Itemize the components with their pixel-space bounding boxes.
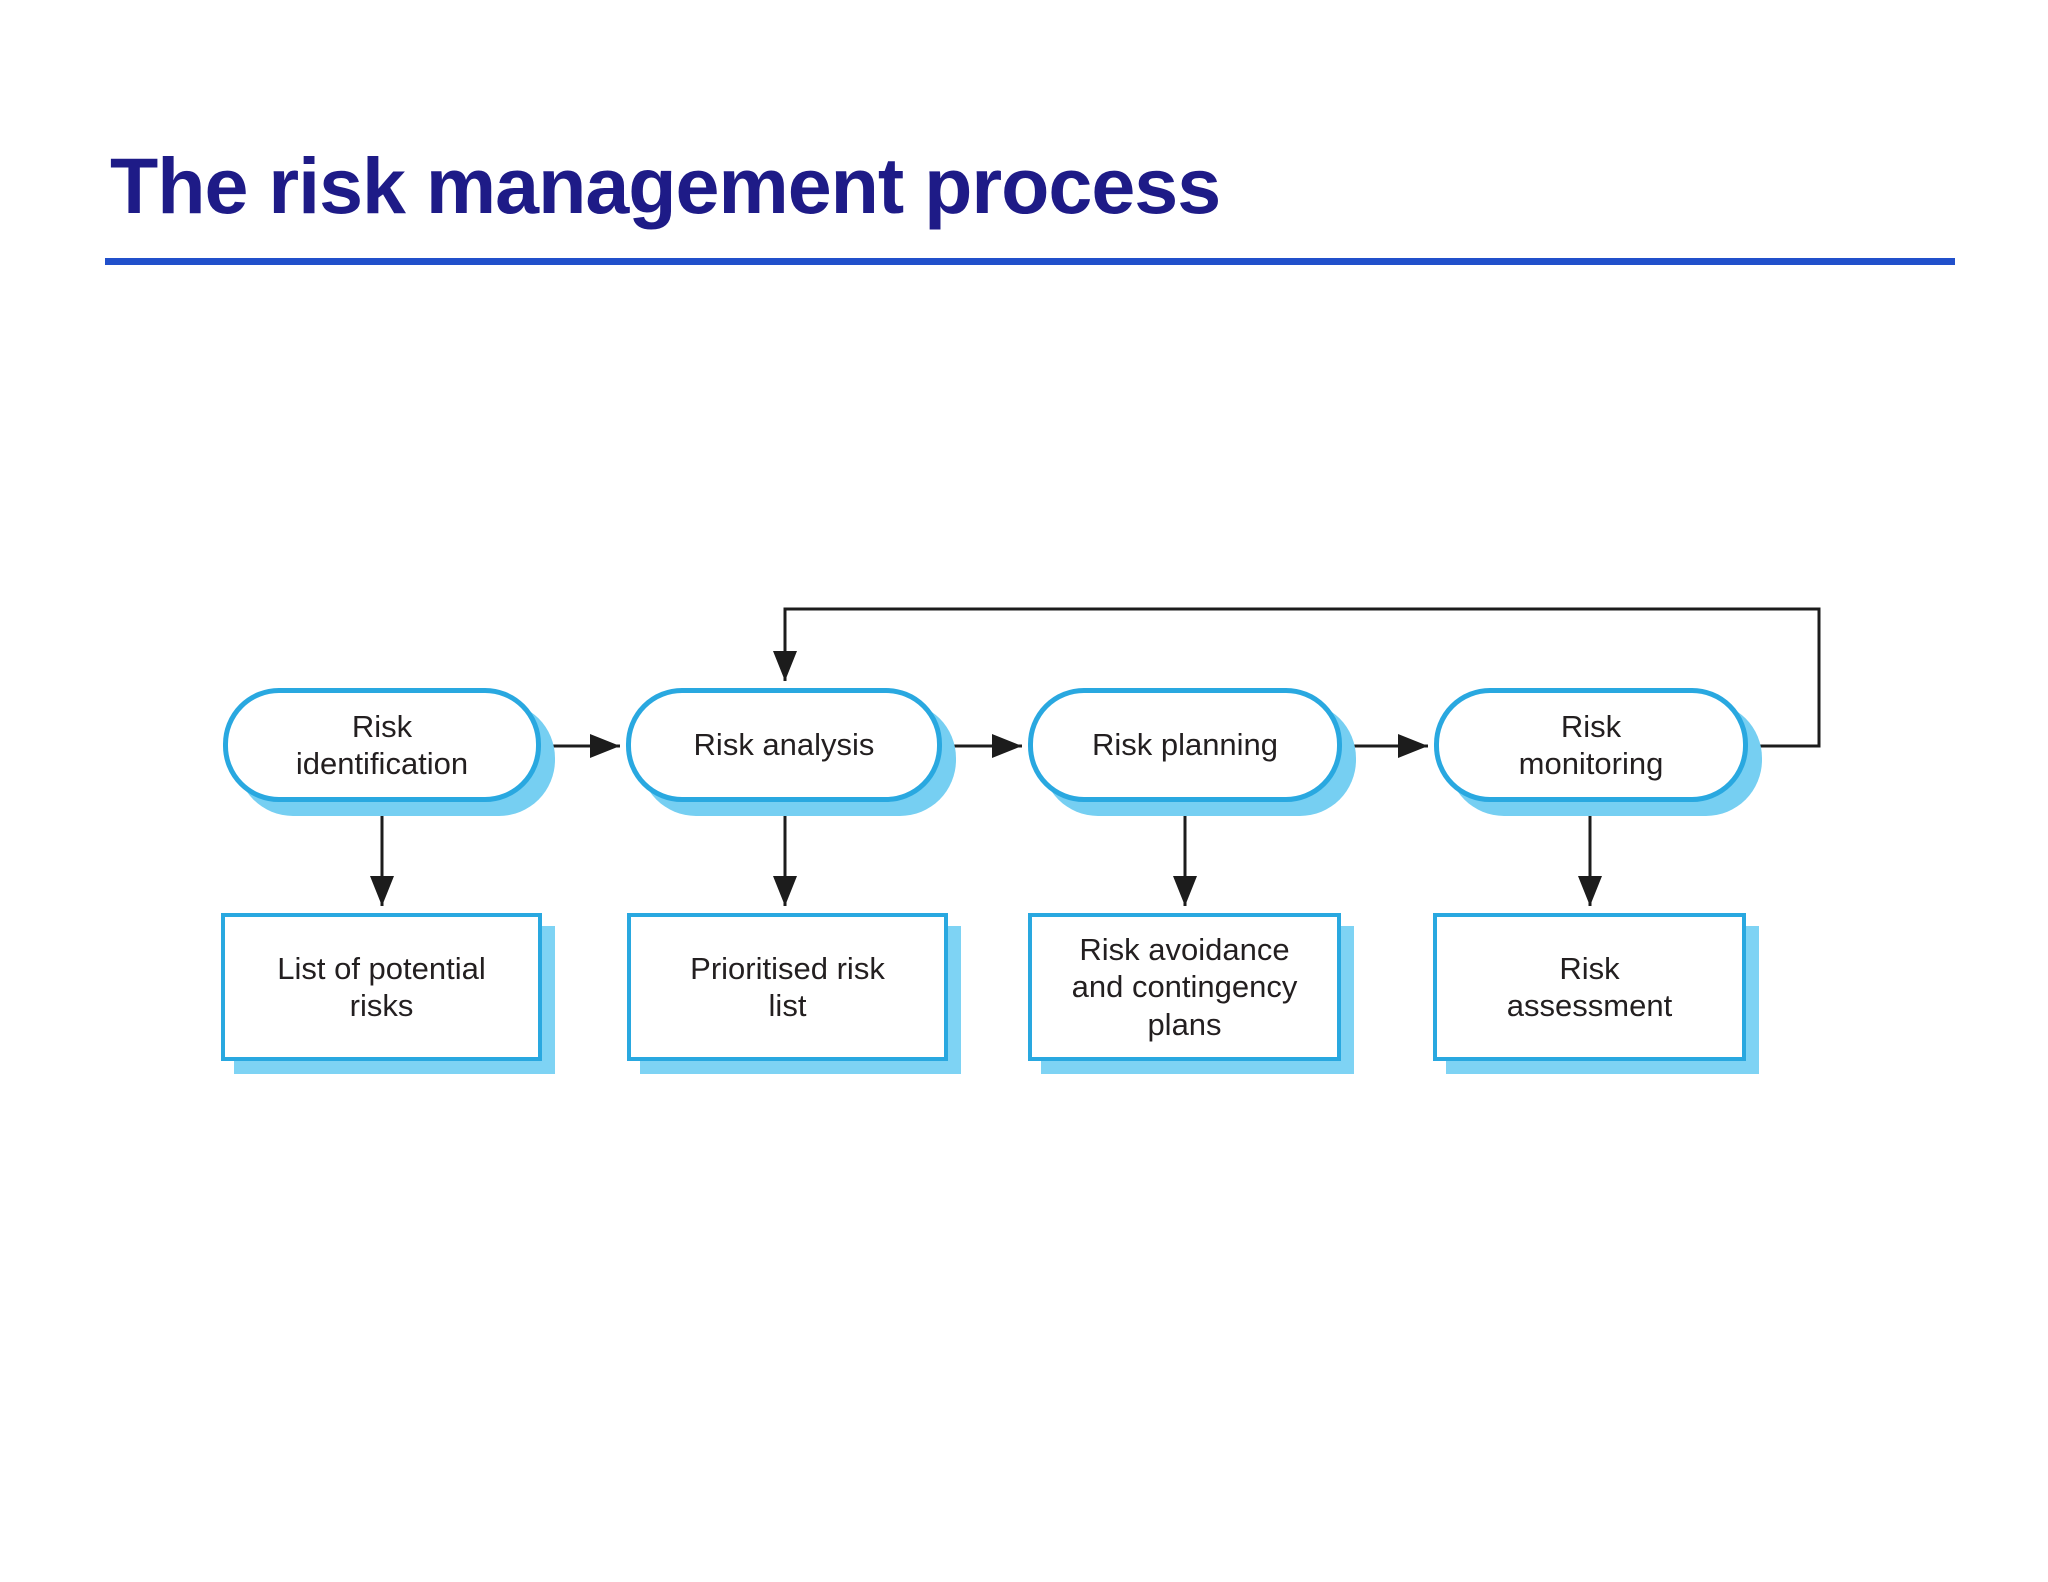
output-risk-avoidance-contingency-plans: Risk avoidance and contingency plans [1028, 913, 1341, 1061]
stage-risk-analysis: Risk analysis [626, 688, 942, 802]
title-underline [105, 258, 1955, 265]
stage-risk-monitoring: Risk monitoring [1434, 688, 1748, 802]
output-prioritised-risk-list: Prioritised risk list [627, 913, 948, 1061]
feedback-loop-monitoring-to-analysis [773, 607, 1821, 748]
output-risk-assessment: Risk assessment [1433, 913, 1746, 1061]
stage-risk-planning: Risk planning [1028, 688, 1342, 802]
output-label: Prioritised risk list [690, 950, 885, 1023]
stage-label: Risk monitoring [1518, 708, 1664, 781]
stage-label: Risk planning [1091, 727, 1279, 763]
output-label: List of potential risks [277, 950, 486, 1023]
slide-title: The risk management process [110, 141, 1221, 230]
output-list-of-potential-risks: List of potential risks [221, 913, 542, 1061]
output-label: Risk assessment [1506, 950, 1673, 1023]
output-label: Risk avoidance and contingency plans [1071, 932, 1298, 1042]
stage-label: Risk identification [295, 708, 469, 781]
stage-risk-identification: Risk identification [223, 688, 541, 802]
stage-label: Risk analysis [693, 727, 875, 763]
